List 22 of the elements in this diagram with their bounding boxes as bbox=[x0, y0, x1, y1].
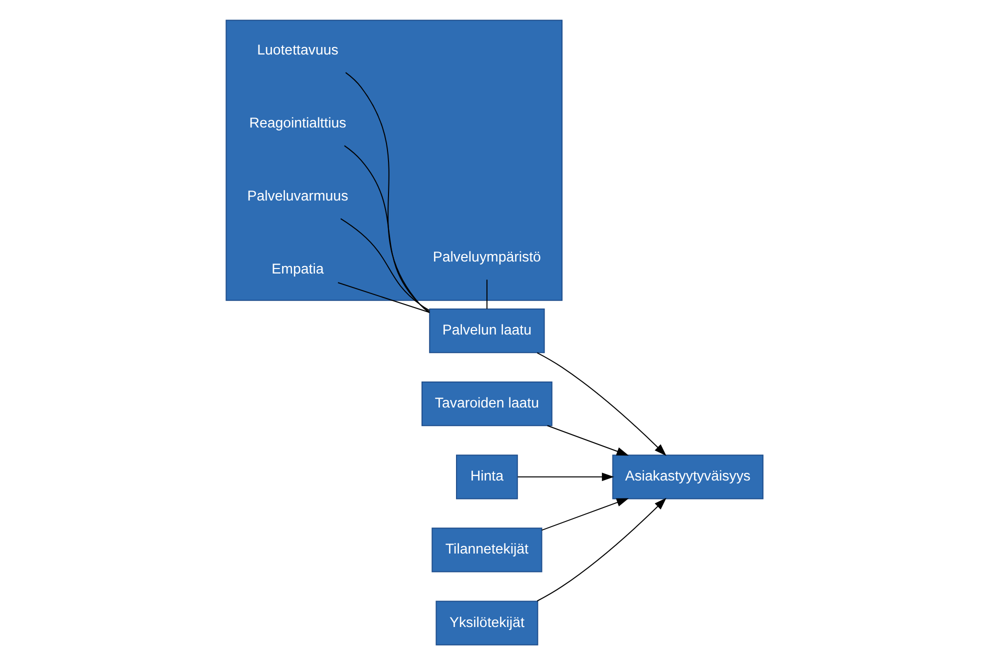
node-text: Palveluvarmuus bbox=[247, 188, 348, 205]
node-box: Hinta bbox=[456, 454, 518, 500]
node-text: Luotettavuus bbox=[257, 42, 338, 58]
node-text: Empatia bbox=[272, 262, 324, 278]
arrow bbox=[536, 352, 666, 456]
node-text: Reagointialttius bbox=[249, 116, 346, 132]
connector bbox=[340, 218, 430, 311]
arrow bbox=[547, 425, 629, 456]
arrow bbox=[536, 498, 666, 602]
node-box: Tavaroiden laatu bbox=[422, 382, 552, 426]
connector bbox=[345, 72, 430, 314]
arrow bbox=[542, 498, 629, 531]
node-box: Palvelun laatu bbox=[429, 308, 545, 354]
cluster bbox=[226, 20, 563, 301]
connector bbox=[486, 280, 488, 309]
node-box: Tilannetekijät bbox=[432, 528, 542, 572]
connector bbox=[344, 145, 430, 313]
arrow bbox=[518, 472, 614, 482]
node-box: Asiakastyytyväisyys bbox=[612, 454, 764, 500]
node-box: Yksilötekijät bbox=[436, 600, 538, 646]
connector bbox=[338, 282, 430, 313]
node-text: Palveluympäristö bbox=[432, 249, 541, 266]
